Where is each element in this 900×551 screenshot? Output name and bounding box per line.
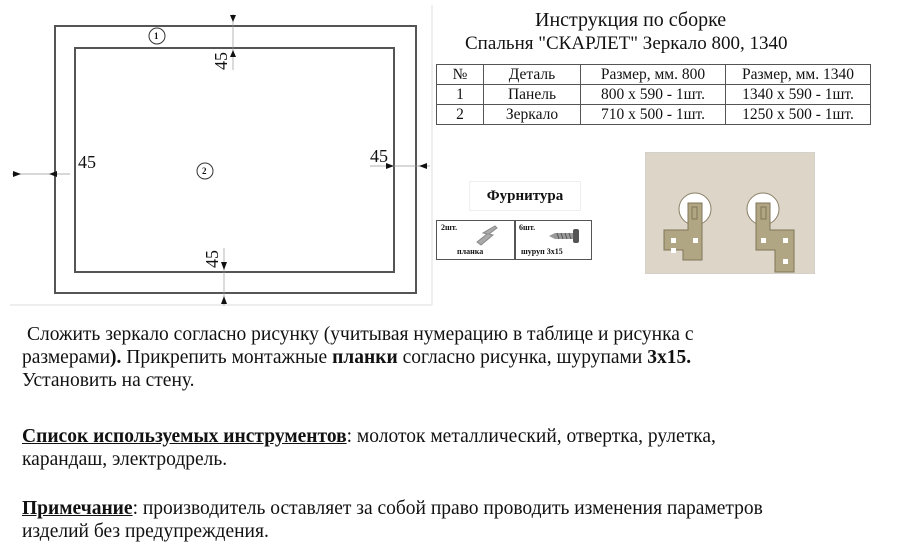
text: размерами bbox=[22, 347, 111, 368]
page-subtitle: Спальня "СКАРЛЕТ" Зеркало 800, 1340 bbox=[465, 33, 788, 54]
mounting-diagram bbox=[645, 152, 815, 274]
table-row: 1 Панель 800 x 590 - 1шт. 1340 x 590 - 1… bbox=[436, 84, 871, 105]
note-text: изделий без предупреждения. bbox=[22, 521, 269, 542]
arrow-icon bbox=[230, 15, 236, 22]
column-header: № bbox=[436, 64, 484, 85]
table-cell: 1250 x 500 - 1шт. bbox=[725, 104, 871, 125]
arrow-icon bbox=[13, 171, 21, 177]
dim-bottom-label: 45 bbox=[202, 250, 222, 268]
column-header: Размер, мм. 800 bbox=[580, 64, 726, 85]
table-cell: 710 x 500 - 1шт. bbox=[580, 104, 726, 125]
bracket-left bbox=[663, 192, 712, 261]
hardware-qty: 6шт. bbox=[519, 223, 536, 232]
table-cell: 800 x 590 - 1шт. bbox=[580, 84, 726, 105]
table-cell: 2 bbox=[436, 104, 484, 125]
parts-table: № Деталь Размер, мм. 800 Размер, мм. 134… bbox=[436, 64, 871, 125]
hardware-title: Фурнитура bbox=[469, 181, 581, 211]
table-cell: 1340 x 590 - 1шт. bbox=[725, 84, 871, 105]
arrow-icon bbox=[419, 163, 427, 169]
page-title: Инструкция по сборке bbox=[535, 9, 727, 31]
text: Прикрепить монтажные bbox=[126, 347, 333, 368]
instruction-line: Установить на стену. bbox=[22, 370, 195, 391]
mirror-drawing bbox=[10, 5, 433, 306]
screw-icon bbox=[549, 229, 579, 243]
hardware-item-bracket: 2шт. планка bbox=[436, 220, 516, 260]
arrow-icon bbox=[230, 50, 236, 57]
tools-text: : молоток металлический, отвертка, рулет… bbox=[346, 426, 716, 447]
tools-label: Список используемых инструментов bbox=[22, 426, 347, 447]
tools-paragraph: Список используемых инструментов: молото… bbox=[22, 425, 716, 471]
dim-left-label: 45 bbox=[78, 152, 96, 172]
table-header-row: № Деталь Размер, мм. 800 Размер, мм. 134… bbox=[436, 64, 871, 85]
instruction-line: Сложить зеркало согласно рисунку (учитыв… bbox=[27, 324, 694, 345]
hardware-name: планка bbox=[457, 247, 484, 256]
panel-outline bbox=[54, 25, 417, 294]
hardware-name: шуруп 3х15 bbox=[521, 247, 563, 256]
note-label: Примечание bbox=[22, 498, 133, 519]
hardware-item-screw: 6шт. шуруп 3х15 bbox=[514, 220, 592, 260]
table-cell: Зеркало bbox=[483, 104, 581, 125]
part-2-label: 2 bbox=[202, 166, 207, 176]
dim-top-label: 45 bbox=[211, 52, 231, 70]
table-cell: 1 bbox=[436, 84, 484, 105]
arrow-icon bbox=[221, 296, 227, 304]
mirror-outline bbox=[74, 47, 395, 273]
instruction-line: размерами). Прикрепить монтажные планки … bbox=[22, 346, 694, 369]
arrow-icon bbox=[386, 163, 394, 169]
note-text: : производитель оставляет за собой право… bbox=[132, 498, 763, 519]
column-header: Деталь bbox=[483, 64, 581, 85]
text: ). bbox=[110, 347, 127, 368]
text: 3х15. bbox=[647, 347, 692, 368]
part-2-marker bbox=[196, 162, 214, 180]
arrow-icon bbox=[221, 262, 227, 270]
text: согласно рисунка, шурупами bbox=[397, 347, 648, 368]
hardware-qty: 2шт. bbox=[441, 223, 458, 232]
text: планки bbox=[332, 347, 398, 368]
bracket-right bbox=[746, 192, 795, 273]
bracket-icon bbox=[476, 225, 498, 246]
part-1-label: 1 bbox=[154, 31, 159, 41]
note-paragraph: Примечание: производитель оставляет за с… bbox=[22, 497, 763, 543]
table-row: 2 Зеркало 710 x 500 - 1шт. 1250 x 500 - … bbox=[436, 104, 871, 125]
dim-right-label: 45 bbox=[370, 146, 388, 166]
part-1-marker bbox=[148, 27, 166, 45]
instruction-paragraph: Сложить зеркало согласно рисунку (учитыв… bbox=[22, 323, 694, 392]
table-cell: Панель bbox=[483, 84, 581, 105]
tools-text: карандаш, электродрель. bbox=[22, 449, 228, 470]
column-header: Размер, мм. 1340 bbox=[725, 64, 871, 85]
arrow-icon bbox=[49, 171, 57, 177]
